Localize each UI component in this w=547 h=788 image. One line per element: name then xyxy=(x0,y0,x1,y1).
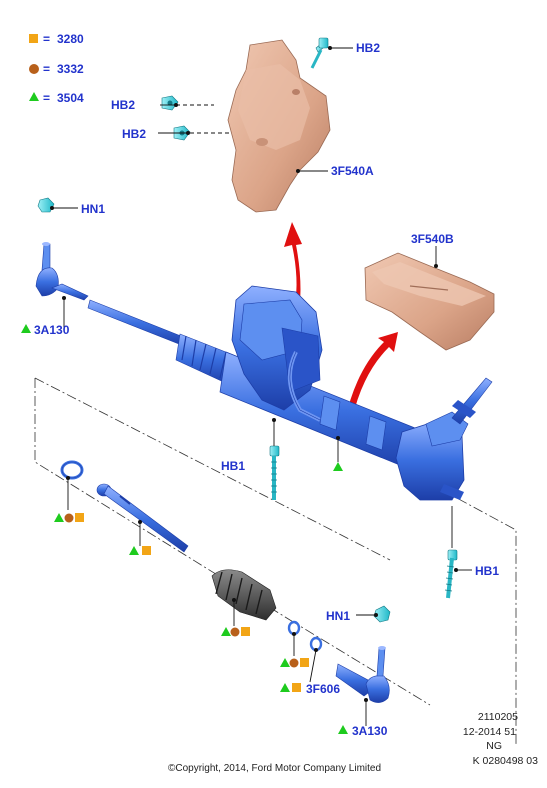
legend-code: 3504 xyxy=(57,91,84,105)
nut-hn1-right xyxy=(373,605,391,623)
symbols-ring xyxy=(54,513,84,523)
callout-labels: HB2 HB2 HB2 3F540A 3F540B HN1 3A130 HB1 … xyxy=(34,41,499,738)
callout-hn1-right: HN1 xyxy=(326,609,350,623)
callout-3f540b: 3F540B xyxy=(411,232,454,246)
brown-circle-icon xyxy=(29,64,39,74)
legend-code: 3280 xyxy=(57,32,84,46)
bolt-hb2-top xyxy=(310,37,329,69)
symbols-inner-rod xyxy=(129,546,151,555)
green-triangle-icon xyxy=(221,627,231,636)
nut-hn1-left xyxy=(37,197,55,213)
meta-line-3: NG xyxy=(486,740,502,752)
legend-item-3332: = 3332 xyxy=(29,62,84,76)
callout-hb2-top: HB2 xyxy=(356,41,380,55)
legend: = 3280 = 3332 = 3504 xyxy=(29,32,84,105)
callout-3f540a: 3F540A xyxy=(331,164,374,178)
exploded-view-outline xyxy=(34,377,517,745)
drawing-meta: 2110205 12-2014 51 NG K 0280498 03 xyxy=(463,711,538,767)
callout-hb2-low: HB2 xyxy=(122,127,146,141)
callout-hb1-left: HB1 xyxy=(221,459,245,473)
symbols-clip xyxy=(280,683,301,692)
brown-circle-icon xyxy=(64,513,74,523)
tie-rod-end-right xyxy=(335,646,390,703)
orange-square-icon xyxy=(292,683,301,692)
callout-3a130-left: 3A130 xyxy=(34,323,70,337)
green-triangle-icon xyxy=(280,683,290,692)
legend-equals: = xyxy=(43,32,50,46)
heat-shield-upper xyxy=(227,39,331,213)
orange-square-icon xyxy=(75,513,84,522)
bolt-hb1-left xyxy=(269,445,280,500)
orange-square-icon xyxy=(241,627,250,636)
green-triangle-icon xyxy=(129,546,139,555)
symbols-tie-rod-left xyxy=(21,324,31,333)
nut-hb2-mid xyxy=(161,95,179,111)
legend-equals: = xyxy=(43,91,50,105)
callout-hb1-right: HB1 xyxy=(475,564,499,578)
legend-code: 3332 xyxy=(57,62,84,76)
inner-tie-rod-ring xyxy=(60,460,84,480)
bolt-hb1-right xyxy=(444,549,458,599)
meta-line-4: K 0280498 03 xyxy=(473,755,539,767)
inner-tie-rod xyxy=(96,483,189,553)
callout-hn1-left: HN1 xyxy=(81,202,105,216)
orange-square-icon xyxy=(300,658,309,667)
leader-lines xyxy=(50,46,472,726)
callout-hb2-mid: HB2 xyxy=(111,98,135,112)
green-triangle-icon xyxy=(338,725,348,734)
brown-circle-icon xyxy=(230,627,240,637)
symbols-clamp xyxy=(280,658,309,668)
copyright-notice: ©Copyright, 2014, Ford Motor Company Lim… xyxy=(168,763,381,774)
orange-square-icon xyxy=(142,546,151,555)
green-triangle-icon xyxy=(21,324,31,333)
green-triangle-icon xyxy=(280,658,290,667)
brown-circle-icon xyxy=(289,658,299,668)
green-triangle-icon xyxy=(29,92,39,101)
symbols-boot xyxy=(221,627,250,637)
legend-equals: = xyxy=(43,62,50,76)
steering-rack-assembly xyxy=(35,242,493,501)
green-triangle-icon xyxy=(54,513,64,522)
meta-line-1: 2110205 xyxy=(478,711,518,723)
green-triangle-icon xyxy=(333,462,343,471)
steering-gear-boot xyxy=(211,569,277,621)
legend-item-3280: = 3280 xyxy=(29,32,84,46)
callout-3f606: 3F606 xyxy=(306,682,340,696)
symbols-rack xyxy=(333,462,343,471)
legend-item-3504: = 3504 xyxy=(29,91,84,105)
meta-line-2: 12-2014 51 xyxy=(463,726,516,738)
symbols-tie-rod-right xyxy=(338,725,348,734)
heat-shield-lower xyxy=(364,252,495,351)
callout-3a130-right: 3A130 xyxy=(352,724,388,738)
orange-square-icon xyxy=(29,34,38,43)
